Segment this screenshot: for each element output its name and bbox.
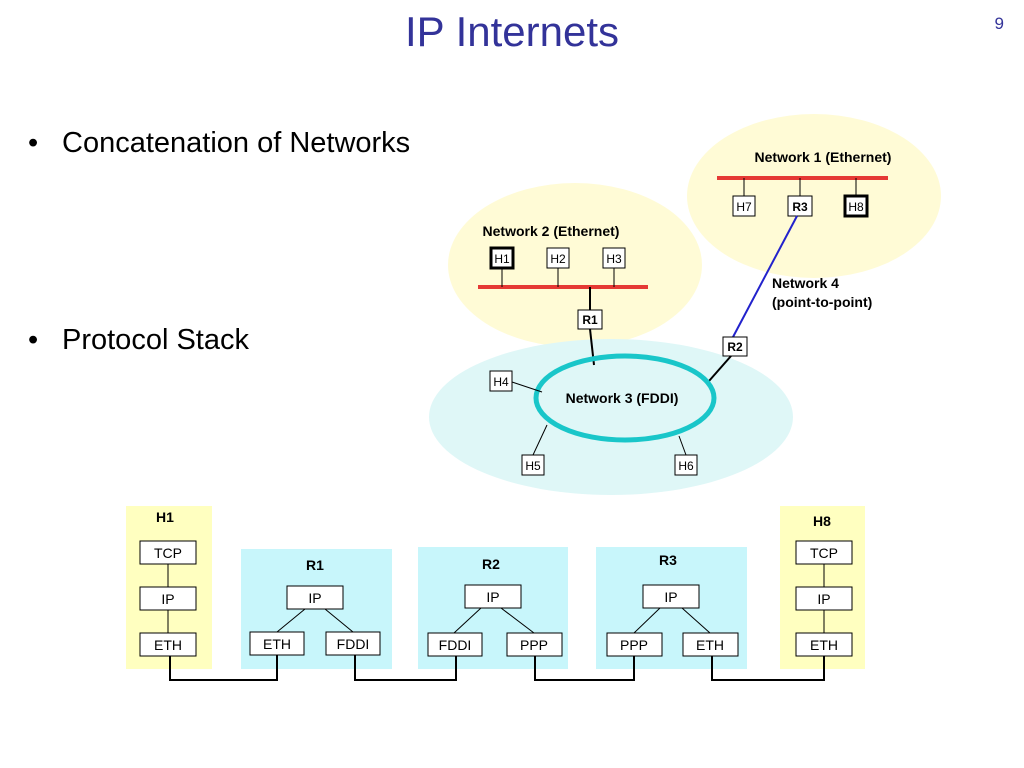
svg-text:H3: H3	[606, 252, 622, 266]
network2-label: Network 2 (Ethernet)	[483, 223, 620, 239]
svg-text:ETH: ETH	[263, 636, 291, 652]
svg-text:ETH: ETH	[810, 637, 838, 653]
svg-text:ETH: ETH	[154, 637, 182, 653]
svg-text:IP: IP	[664, 589, 677, 605]
network4-label-line2: (point-to-point)	[772, 294, 872, 310]
svg-text:PPP: PPP	[520, 637, 548, 653]
svg-text:H6: H6	[678, 459, 694, 473]
svg-text:FDDI: FDDI	[337, 636, 370, 652]
svg-text:H7: H7	[736, 200, 752, 214]
link-r2-r3	[534, 656, 635, 681]
host-h6: H6	[674, 454, 698, 476]
stack-h1-tcp: TCP	[139, 540, 197, 565]
svg-text:FDDI: FDDI	[439, 637, 472, 653]
stack-h1-ip: IP	[139, 586, 197, 611]
stack-r2-ip: IP	[464, 584, 522, 609]
stack-h8-title: H8	[813, 513, 831, 529]
stack-h8-eth: ETH	[795, 632, 853, 657]
stack-r3-ppp: PPP	[606, 632, 663, 657]
svg-text:TCP: TCP	[154, 545, 182, 561]
svg-text:R1: R1	[582, 313, 598, 327]
svg-text:IP: IP	[486, 589, 499, 605]
host-h3: H3	[602, 247, 626, 269]
page-number: 9	[994, 14, 1004, 33]
host-h1: H1	[489, 246, 515, 270]
svg-text:TCP: TCP	[810, 545, 838, 561]
router-r2: R2	[722, 336, 748, 357]
network1-label: Network 1 (Ethernet)	[755, 149, 892, 165]
svg-text:IP: IP	[308, 590, 321, 606]
svg-text:H8: H8	[848, 200, 864, 214]
router-r3: R3	[787, 195, 813, 217]
bullet-dot: •	[28, 127, 39, 159]
fddi-ring	[533, 353, 717, 443]
bullet-text: Concatenation of Networks	[62, 127, 411, 159]
host-h8: H8	[843, 194, 869, 218]
stack-h1-eth: ETH	[139, 632, 197, 657]
network2-area	[448, 183, 702, 347]
stack-r2-title: R2	[482, 556, 500, 572]
svg-text:R2: R2	[727, 340, 743, 354]
svg-text:PPP: PPP	[620, 637, 648, 653]
svg-text:ETH: ETH	[696, 637, 724, 653]
bullet-dot: •	[28, 324, 39, 356]
router-r1: R1	[577, 309, 603, 330]
network4-link	[732, 215, 798, 338]
stack-r3-ip: IP	[642, 584, 700, 609]
r2-fddi-link	[708, 355, 732, 382]
bullet-concatenation: • Concatenation of Networks	[28, 127, 410, 160]
stack-r1-title: R1	[306, 557, 324, 573]
svg-text:H2: H2	[550, 252, 566, 266]
svg-text:H5: H5	[525, 459, 541, 473]
slide-title: IP Internets	[404, 8, 620, 55]
svg-text:IP: IP	[817, 591, 830, 607]
host-h4: H4	[489, 370, 513, 392]
network1-area	[687, 114, 941, 278]
host-h7: H7	[732, 195, 756, 217]
stack-r1-eth: ETH	[249, 631, 305, 656]
stack-r1-fddi: FDDI	[325, 631, 381, 656]
svg-text:H4: H4	[493, 375, 509, 389]
link-h1-r1	[169, 655, 278, 681]
stack-h1-title: H1	[156, 509, 174, 525]
svg-text:R3: R3	[792, 200, 808, 214]
network3-label: Network 3 (FDDI)	[566, 390, 679, 406]
stack-r2-ppp: PPP	[506, 632, 563, 657]
host-h5: H5	[521, 454, 545, 476]
network4-label-line1: Network 4	[772, 275, 839, 291]
stack-r3-title: R3	[659, 552, 677, 568]
network3-area	[429, 339, 793, 495]
bullet-protocol-stack: • Protocol Stack	[28, 324, 249, 357]
stack-r3-eth: ETH	[682, 632, 739, 657]
host-h2: H2	[546, 247, 570, 269]
link-r3-h8	[711, 656, 825, 681]
stack-h8-ip: IP	[795, 586, 853, 611]
link-r1-r2	[354, 655, 457, 681]
stack-h8-tcp: TCP	[795, 540, 853, 565]
svg-text:H1: H1	[494, 252, 510, 266]
stack-r2-fddi: FDDI	[427, 632, 483, 657]
svg-text:IP: IP	[161, 591, 174, 607]
stack-r1-ip: IP	[286, 585, 344, 610]
bullet-text: Protocol Stack	[62, 324, 249, 356]
